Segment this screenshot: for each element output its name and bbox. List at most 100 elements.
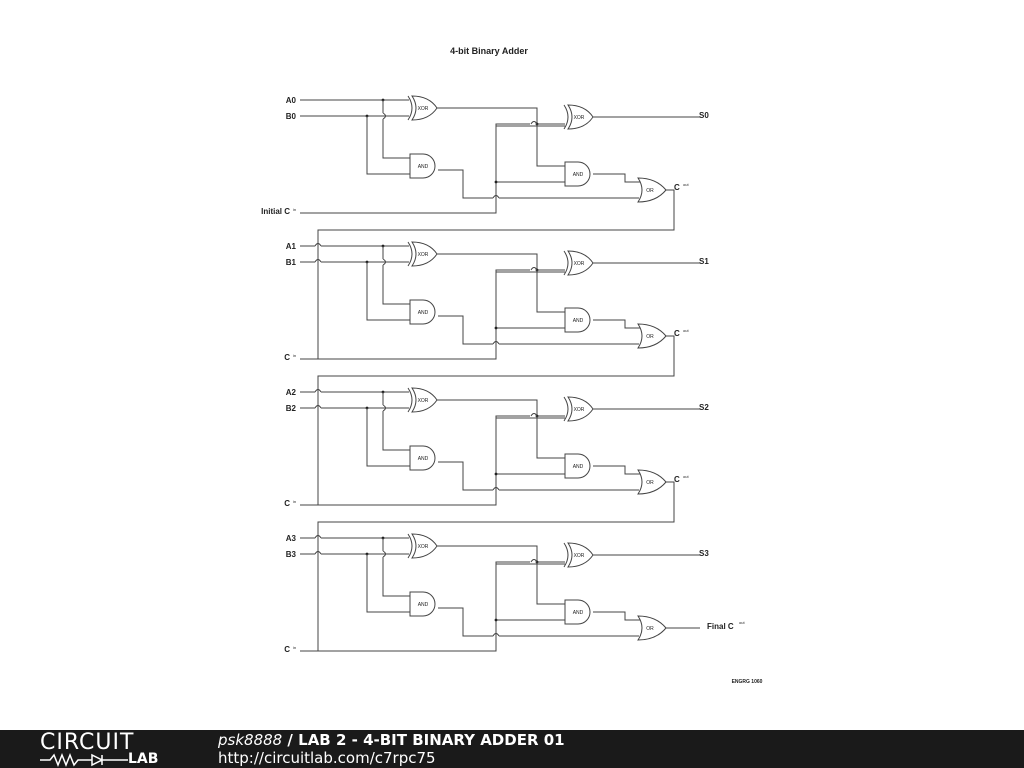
input-label-a: A3 [286,534,297,543]
or-gate [637,615,667,641]
gate-label: AND [573,610,584,616]
wire-b [300,551,409,555]
xor-gate-2 [567,250,594,276]
xor-gate-1-arc [407,95,413,121]
input-label-b: B2 [286,404,297,413]
xor-gate-1 [411,533,438,559]
carry-out-subscript: out [683,182,689,187]
gate-label: AND [573,464,584,470]
wire-b-to-and [366,408,410,467]
gate-label: XOR [418,106,429,112]
xor-gate-2-arc [563,104,569,130]
project-url[interactable]: http://circuitlab.com/c7rpc75 [218,749,436,767]
carry-in-label: C [284,499,290,508]
xor-gate-1-arc [407,533,413,559]
wire-a [300,389,409,393]
gate-label: AND [418,602,429,608]
and-gate-1 [409,591,436,617]
wire-b-to-and [366,116,410,175]
xor-gate-2-arc [563,396,569,422]
input-label-a: A1 [286,242,297,251]
wire-carry-in-bus [300,272,497,360]
wire-carry-in-bus [300,126,497,214]
xor-gate-1-arc [407,241,413,267]
gate-label: XOR [418,544,429,550]
wire-xor1-out [437,253,565,271]
wire-and2-out [593,173,641,183]
wire-xor1-out [437,545,565,563]
gate-label: XOR [418,252,429,258]
wire-carry-out [300,481,675,652]
input-label-a: A0 [286,96,297,105]
final-carry-out-label: Final C [707,622,734,631]
gate-label: XOR [418,398,429,404]
and-gate-2 [564,307,591,333]
junction-dot [494,618,498,622]
wire-xor1-to-and2 [536,124,565,167]
wire-and1-out [438,607,639,637]
wire-carry-out [300,335,675,506]
xor-gate-1 [411,95,438,121]
carry-in-subscript: in [293,645,296,650]
author-name[interactable]: psk8888 [218,731,283,749]
project-title: LAB 2 - 4-BIT BINARY ADDER 01 [298,731,565,749]
gate-label: AND [573,172,584,178]
wire-xor1-out [437,399,565,417]
carry-in-label: C [284,645,290,654]
carry-in-subscript: in [293,499,296,504]
project-title-line: psk8888 / LAB 2 - 4-BIT BINARY ADDER 01 [218,731,565,749]
wire-and1-out [438,315,639,345]
carry-out-label: C [674,183,680,192]
sum-output-label: S3 [699,549,709,558]
wire-and2-out [593,319,641,329]
wire-a-to-and [382,100,410,159]
and-gate-1 [409,445,436,471]
wire-xor1-out [437,107,565,125]
gate-label: OR [646,480,654,486]
wire-a-to-and [382,246,410,305]
wire-b [300,405,409,409]
gate-label: AND [418,310,429,316]
and-gate-2 [564,453,591,479]
input-label-b: B1 [286,258,297,267]
input-label-b: B0 [286,112,297,121]
wire-carry-up [495,413,538,422]
final-carry-out-subscript: out [739,620,745,625]
course-tag: ENGRG 1060 [732,679,763,685]
carry-out-label: C [674,475,680,484]
wire-xor1-to-and2 [536,416,565,459]
wire-carry-in-bus [300,564,497,652]
gate-label: XOR [574,407,585,413]
or-gate [637,177,667,203]
wire-xor1-to-and2 [536,562,565,605]
wire-b-to-and [366,554,410,613]
wire-carry-up [495,121,538,130]
and-gate-2 [564,161,591,187]
and-gate-2 [564,599,591,625]
wire-carry-up [495,267,538,276]
wire-a [300,535,409,539]
wire-and1-out [438,169,639,199]
carry-in-label: C [284,353,290,362]
resistor-diode-icon [40,753,128,767]
carry-in-subscript: in [293,353,296,358]
wire-and2-out [593,611,641,621]
xor-gate-2-arc [563,542,569,568]
and-gate-1 [409,153,436,179]
xor-gate-1-arc [407,387,413,413]
sum-output-label: S1 [699,257,709,266]
xor-gate-2-arc [563,250,569,276]
gate-label: XOR [574,553,585,559]
gate-label: AND [418,456,429,462]
wire-b-to-and [366,262,410,321]
wire-xor1-to-and2 [536,270,565,313]
input-label-b: B3 [286,550,297,559]
carry-out-subscript: out [683,328,689,333]
gate-label: XOR [574,261,585,267]
carry-out-subscript: out [683,474,689,479]
